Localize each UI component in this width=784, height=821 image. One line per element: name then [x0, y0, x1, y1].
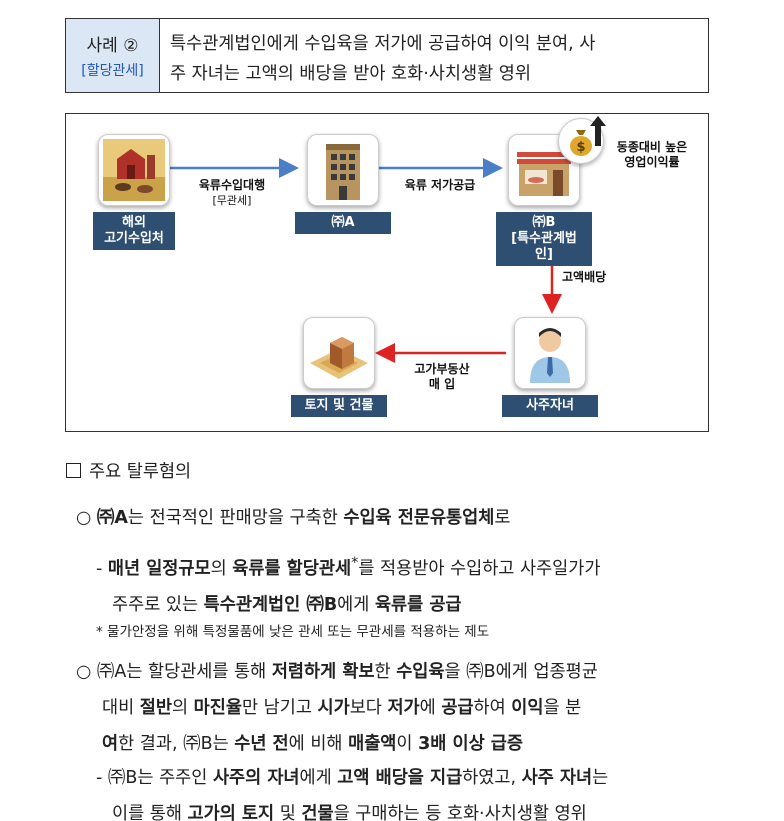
edge-import-label: 육류수입대행 [무관세]: [198, 178, 266, 207]
node-owner-child-label: 사주자녀: [502, 395, 598, 417]
paragraph-1: ○ ㈜A는 전국적인 판매망을 구축한 수입육 전문유통업체로: [76, 508, 511, 528]
node-land-building-label: 토지 및 건물: [291, 395, 387, 417]
farm-icon: [98, 134, 170, 206]
paragraph-3: ○ ㈜A는 할당관세를 통해 저렴하게 확보한 수입육을 ㈜B에게 업종평균 대…: [76, 654, 712, 762]
node-land-building: 토지 및 건물: [291, 317, 387, 417]
node-company-a: ㈜A: [295, 134, 391, 234]
case-summary: 특수관계법인에게 수입육을 저가에 공급하여 이익 분여, 사 주 자녀는 고액…: [160, 19, 708, 92]
case-tag: 사례 ② [할당관세]: [66, 19, 160, 92]
store-icon: [508, 134, 580, 206]
person-icon: [514, 317, 586, 389]
node-company-b: ㈜B [특수관계법인]: [496, 134, 592, 266]
section-title: 주요 탈루혐의: [66, 458, 191, 483]
paragraph-3-line1: ○ ㈜A는 할당관세를 통해 저렴하게 확보한 수입육을 ㈜B에게 업종평균: [76, 662, 598, 682]
node-overseas-label: 해외 고기수입처: [93, 212, 175, 250]
up-arrow-icon: [590, 116, 606, 146]
case-summary-line2: 주 자녀는 고액의 배당을 받아 호화·사치생활 영위: [170, 64, 531, 84]
money-bag-icon: $: [558, 118, 604, 164]
case-category: [할당관세]: [81, 63, 144, 79]
paragraph-4-line2: 이를 통해 고가의 토지 및 건물을 구매하는 등 호화·사치생활 영위: [112, 804, 587, 821]
flow-diagram: 해외 고기수입처 육류수입대행 [무관세] ㈜A 육류 저가공급: [65, 113, 709, 432]
edge-dividend-label: 고액배당: [562, 270, 607, 284]
edge-purchase-label: 고가부동산 매 입: [414, 362, 470, 391]
paragraph-2-line2: 주주로 있는 특수관계법인 ㈜B에게 육류를 공급: [112, 594, 462, 615]
case-number: 사례 ②: [86, 36, 139, 56]
checkbox-square-icon: [66, 463, 81, 478]
node-company-a-label: ㈜A: [295, 212, 391, 234]
node-overseas: 해외 고기수입처: [93, 134, 175, 250]
case-header-box: 사례 ② [할당관세] 특수관계법인에게 수입육을 저가에 공급하여 이익 분여…: [65, 18, 709, 93]
paragraph-2-line1: - 매년 일정규모의 육류를 할당관세*를 적용받아 수입하고 사주일가가: [96, 554, 601, 579]
footnote: * 물가안정을 위해 특정물품에 낮은 관세 또는 무관세를 적용하는 제도: [96, 624, 490, 640]
svg-text:$: $: [576, 140, 585, 155]
edge-supply-label: 육류 저가공급: [404, 178, 476, 192]
paragraph-3-line2: 대비 절반의 마진율만 남기고 시가보다 저가에 공급하여 이익을 분: [102, 698, 582, 718]
node-owner-child: 사주자녀: [502, 317, 598, 417]
node-company-b-label: ㈜B [특수관계법인]: [496, 212, 592, 266]
paragraph-3-line3: 여한 결과, ㈜B는 수년 전에 비해 매출액이 3배 이상 급증: [102, 734, 523, 754]
land-building-icon: [303, 317, 375, 389]
paragraph-2: - 매년 일정규모의 육류를 할당관세*를 적용받아 수입하고 사주일가가 주주…: [96, 545, 712, 623]
paragraph-4: - ㈜B는 주주인 사주의 자녀에게 고액 배당을 지급하였고, 사주 자녀는 …: [96, 760, 712, 821]
building-icon: [307, 134, 379, 206]
profit-label: 동종대비 높은 영업이익률: [616, 140, 688, 169]
paragraph-4-line1: - ㈜B는 주주인 사주의 자녀에게 고액 배당을 지급하였고, 사주 자녀는: [96, 768, 609, 788]
case-summary-line1: 특수관계법인에게 수입육을 저가에 공급하여 이익 분여, 사: [170, 34, 596, 54]
